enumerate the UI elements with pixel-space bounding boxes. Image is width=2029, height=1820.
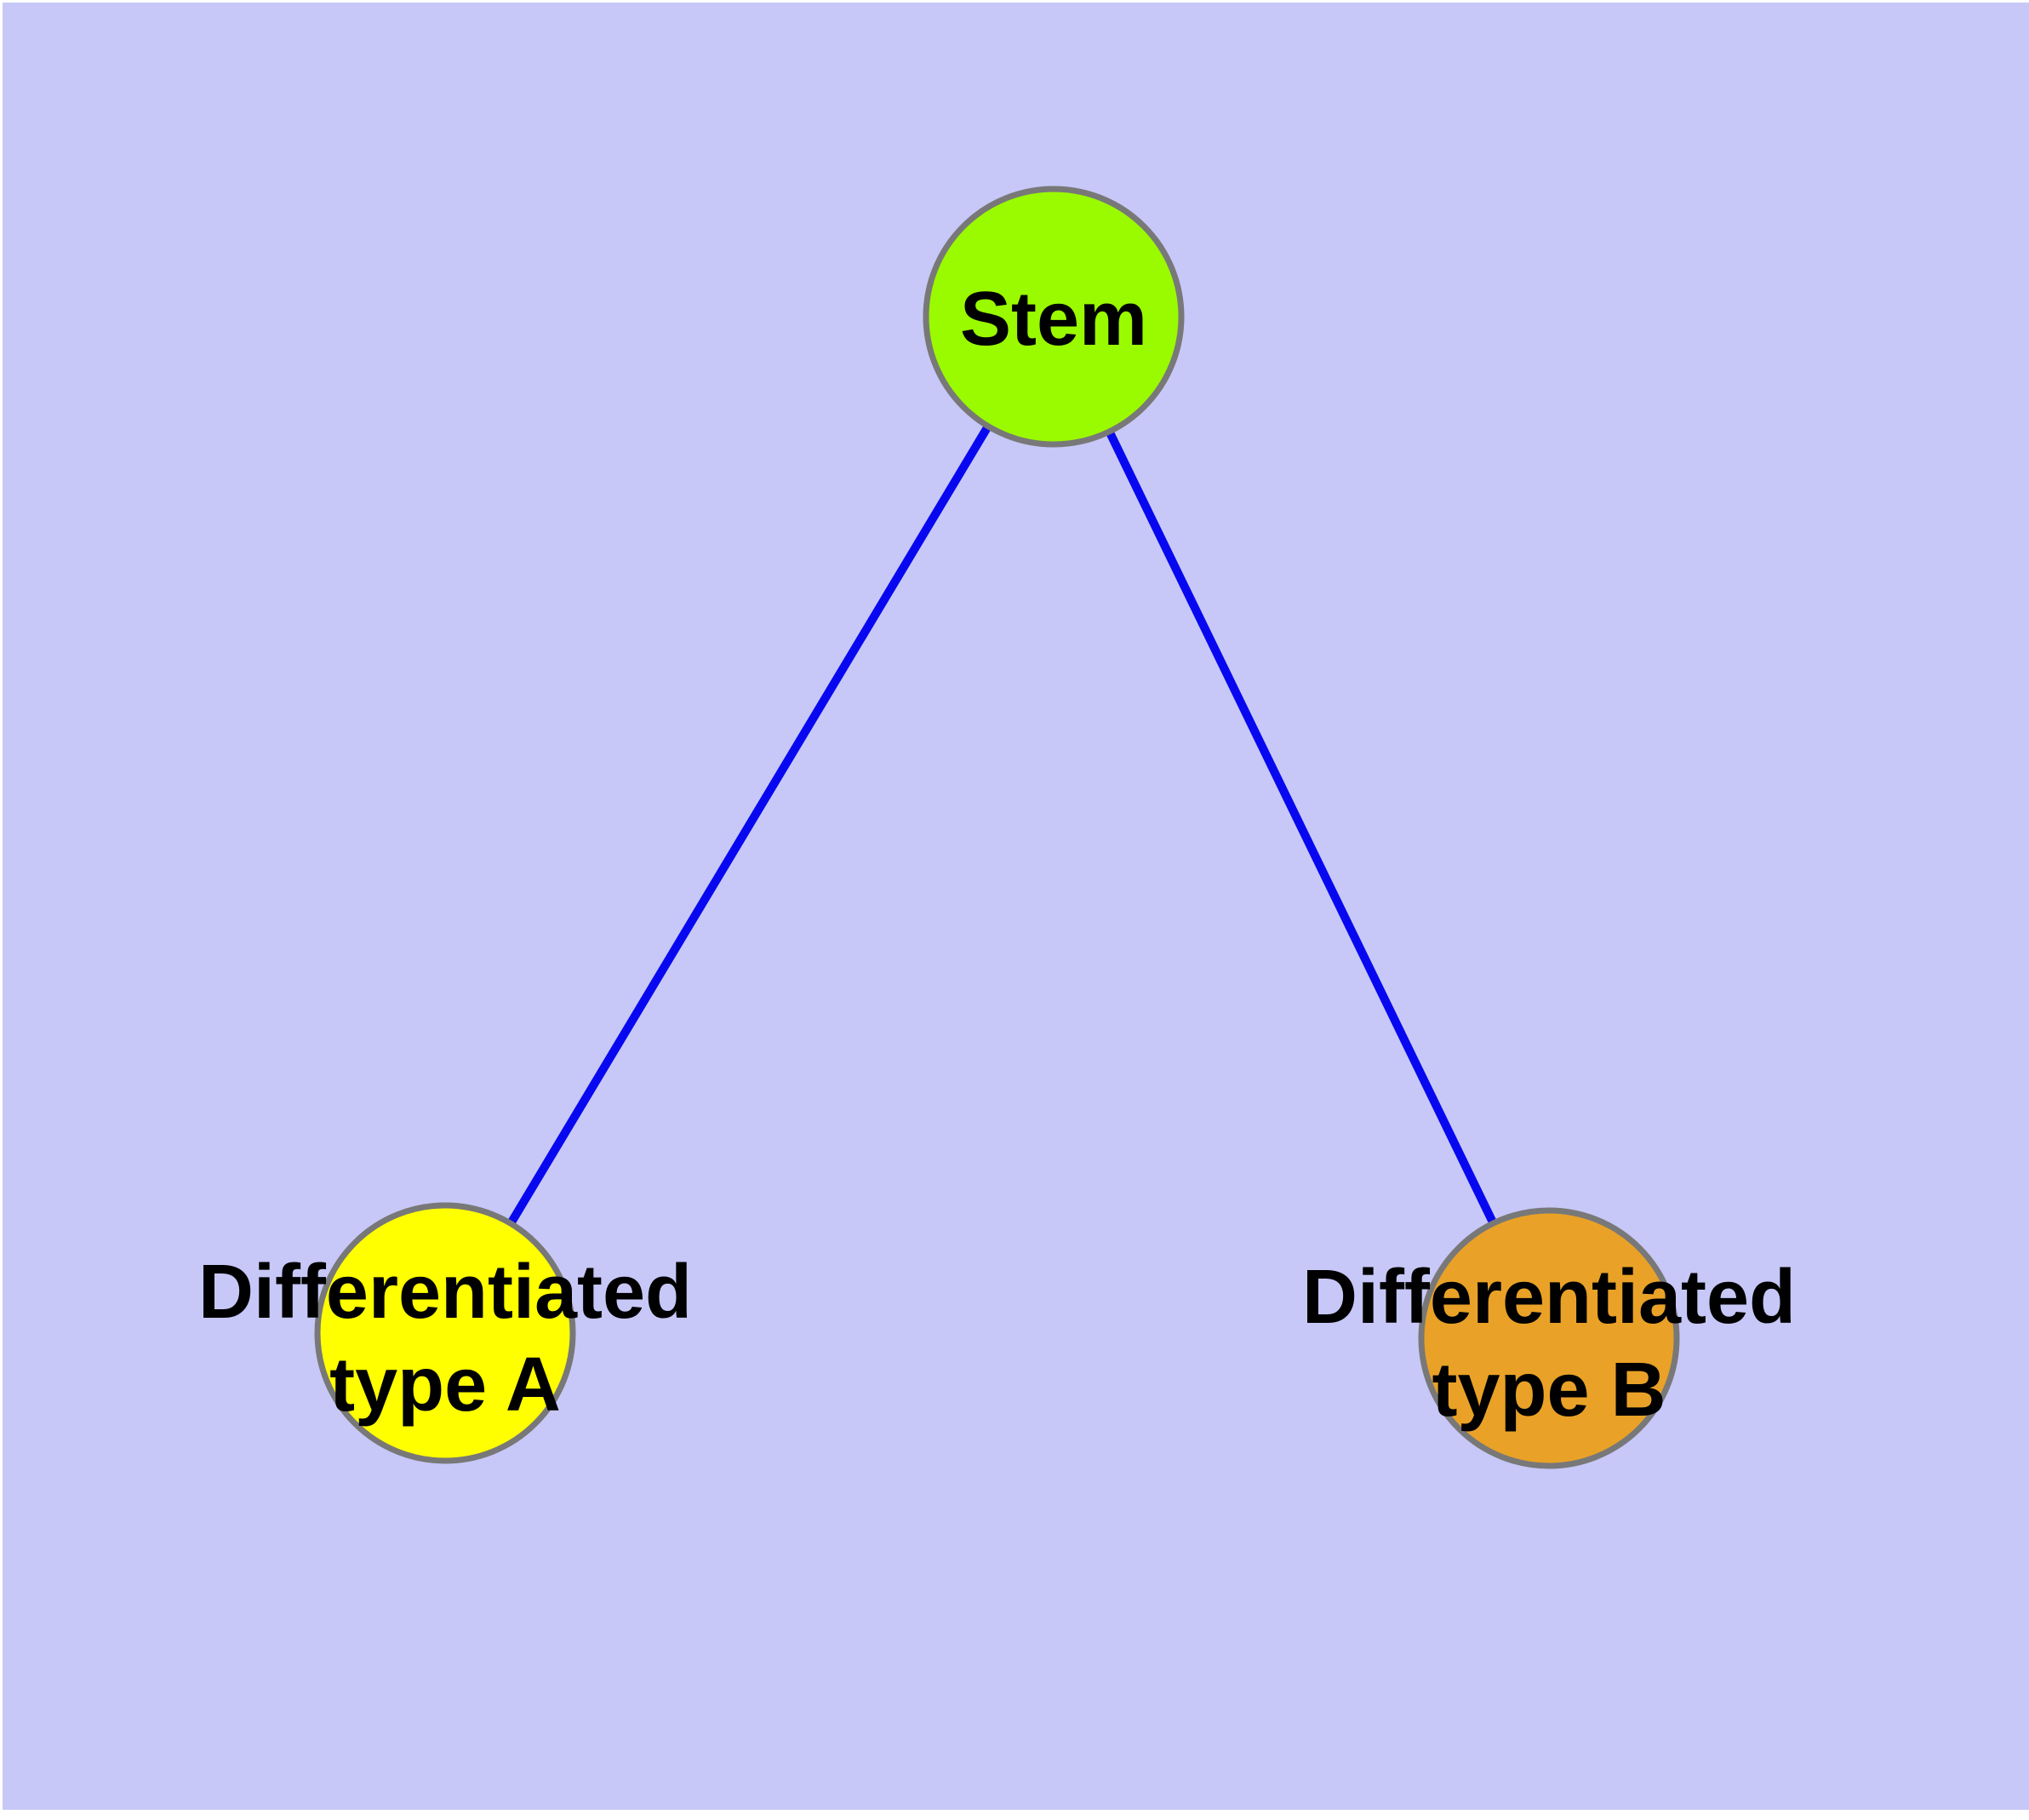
edge-stem-to-type-b	[1049, 314, 1553, 1341]
node-type-b-circle	[1418, 1207, 1680, 1469]
node-stem-circle	[923, 186, 1185, 448]
node-type-a-label-line2: type A	[329, 1342, 561, 1428]
node-type-b-label-line2: type B	[1432, 1348, 1666, 1433]
node-stem-label: Stem	[960, 277, 1147, 362]
edge-stem-to-type-a	[441, 314, 1058, 1336]
node-type-a-circle	[314, 1202, 576, 1464]
node-type-a-label-line1: Differentiated	[198, 1250, 692, 1335]
node-type-b-label-line1: Differentiated	[1302, 1255, 1796, 1340]
